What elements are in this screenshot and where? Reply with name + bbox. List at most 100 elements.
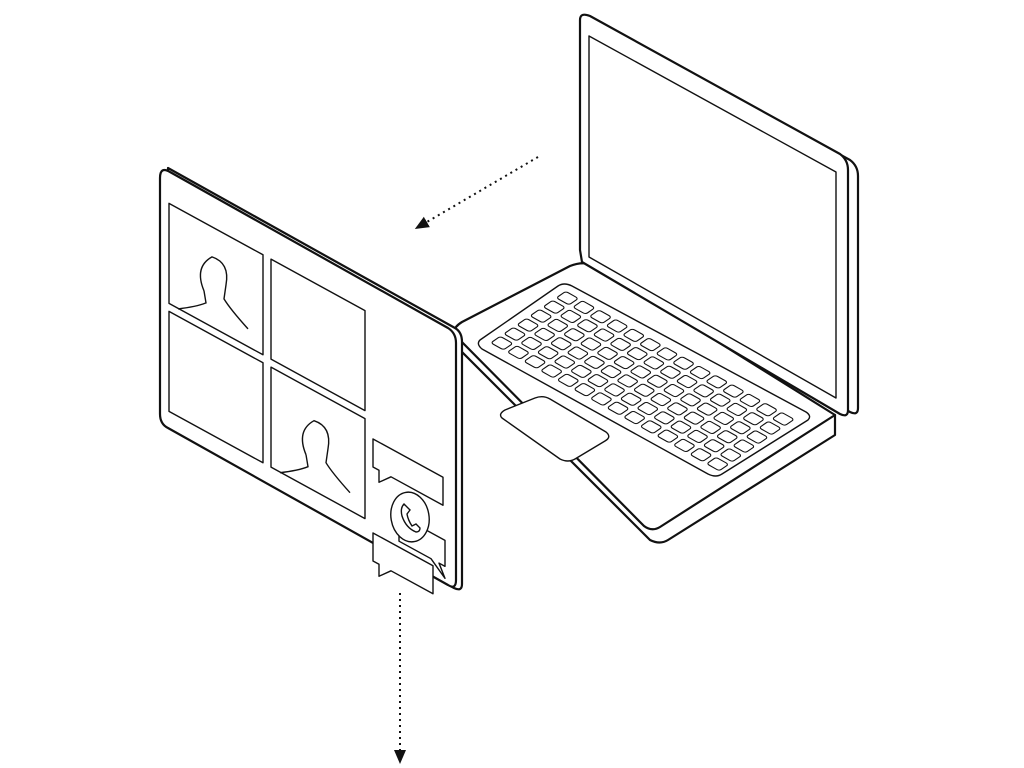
keyboard-key[interactable] (563, 328, 585, 342)
keyboard-key[interactable] (646, 374, 668, 388)
keyboard-key[interactable] (517, 318, 539, 332)
keyboard-key[interactable] (742, 412, 764, 426)
keyboard-key[interactable] (716, 430, 738, 444)
keyboard-key[interactable] (556, 291, 578, 305)
keyboard-key[interactable] (722, 384, 744, 398)
keyboard-key[interactable] (530, 309, 552, 323)
keyboard-key[interactable] (574, 383, 596, 397)
keyboard-key[interactable] (583, 356, 605, 370)
keyboard-key[interactable] (567, 346, 589, 360)
arrow-panel-detach (414, 156, 539, 230)
keyboard-key[interactable] (560, 310, 582, 324)
keyboard-key[interactable] (639, 338, 661, 352)
keyboard-key[interactable] (656, 347, 678, 361)
keyboard-key[interactable] (633, 383, 655, 397)
keyboard-key[interactable] (524, 355, 546, 369)
keyboard-key[interactable] (643, 356, 665, 370)
keyboard-key[interactable] (689, 366, 711, 380)
keyboard-key[interactable] (693, 384, 715, 398)
keyboard-key[interactable] (653, 411, 675, 425)
keyboard-key[interactable] (696, 402, 718, 416)
keyboard-key[interactable] (624, 411, 646, 425)
keyboard-keys (491, 291, 794, 470)
keyboard-key[interactable] (610, 338, 632, 352)
keyboard-key[interactable] (576, 319, 598, 333)
keyboard-key[interactable] (570, 365, 592, 379)
keyboard-key[interactable] (657, 429, 679, 443)
keyboard-key[interactable] (543, 300, 565, 314)
keyboard-key[interactable] (550, 337, 572, 351)
keyboard-key[interactable] (659, 365, 681, 379)
keyboard-key[interactable] (547, 319, 569, 333)
keyboard-key[interactable] (650, 393, 672, 407)
person-silhouette-icon (279, 419, 351, 494)
keyboard-key[interactable] (772, 412, 794, 426)
keyboard-key[interactable] (604, 383, 626, 397)
keyboard-key[interactable] (640, 420, 662, 434)
keyboard-key[interactable] (541, 364, 563, 378)
keyboard-key[interactable] (607, 401, 629, 415)
keyboard-key[interactable] (729, 421, 751, 435)
keyboard-key[interactable] (706, 375, 728, 389)
video-tile[interactable] (270, 258, 366, 412)
keyboard-key[interactable] (626, 347, 648, 361)
keyboard-key[interactable] (590, 392, 612, 406)
video-tile[interactable] (270, 366, 366, 520)
keyboard-key[interactable] (504, 327, 526, 341)
keyboard-key[interactable] (663, 384, 685, 398)
keyboard-key[interactable] (739, 394, 761, 408)
keyboard-key[interactable] (673, 356, 695, 370)
keyboard-key[interactable] (593, 328, 615, 342)
keyboard-key[interactable] (630, 365, 652, 379)
keyboard-key[interactable] (580, 337, 602, 351)
keyboard-key[interactable] (733, 439, 755, 453)
chat-bubble-icon (372, 438, 444, 506)
keyboard-key[interactable] (573, 301, 595, 315)
keyboard-key[interactable] (597, 347, 619, 361)
keyboard-key[interactable] (623, 329, 645, 343)
trackpad[interactable] (499, 396, 610, 462)
video-call-panel (158, 166, 464, 595)
keyboard-key[interactable] (507, 346, 529, 360)
keyboard-key[interactable] (613, 356, 635, 370)
chat-bubble-icon (372, 532, 434, 595)
keyboard-key[interactable] (720, 448, 742, 462)
keyboard-key[interactable] (587, 374, 609, 388)
keyboard-key[interactable] (709, 393, 731, 407)
keyboard-key[interactable] (620, 392, 642, 406)
keyboard-key[interactable] (687, 430, 709, 444)
call-button[interactable] (387, 489, 433, 545)
keyboard-key[interactable] (680, 393, 702, 407)
keyboard-key[interactable] (590, 310, 612, 324)
keyboard-key[interactable] (557, 374, 579, 388)
keyboard-key[interactable] (617, 374, 639, 388)
keyboard-key[interactable] (683, 411, 705, 425)
video-tile[interactable] (168, 310, 264, 464)
keyboard-key[interactable] (703, 439, 725, 453)
keyboard-key[interactable] (606, 319, 628, 333)
laptop (453, 13, 860, 544)
keyboard-key[interactable] (534, 328, 556, 342)
video-tile[interactable] (168, 202, 264, 356)
keyboard-key[interactable] (759, 421, 781, 435)
keyboard-key[interactable] (600, 365, 622, 379)
keyboard-key[interactable] (676, 375, 698, 389)
keyboard-key[interactable] (537, 346, 559, 360)
keyboard-key[interactable] (670, 420, 692, 434)
keyboard-key[interactable] (521, 337, 543, 351)
keyboard-key[interactable] (673, 439, 695, 453)
keyboard-key[interactable] (491, 336, 513, 350)
keyboard-key[interactable] (666, 402, 688, 416)
keyboard-key[interactable] (707, 457, 729, 471)
keyboard-key[interactable] (746, 430, 768, 444)
keyboard-key[interactable] (756, 403, 778, 417)
keyboard-key[interactable] (690, 448, 712, 462)
keyboard-area (477, 283, 811, 477)
keyboard-key[interactable] (554, 355, 576, 369)
phone-icon (400, 503, 421, 533)
keyboard-key[interactable] (700, 421, 722, 435)
keyboard-key[interactable] (637, 402, 659, 416)
keyboard-key[interactable] (726, 403, 748, 417)
keyboard-key[interactable] (713, 412, 735, 426)
